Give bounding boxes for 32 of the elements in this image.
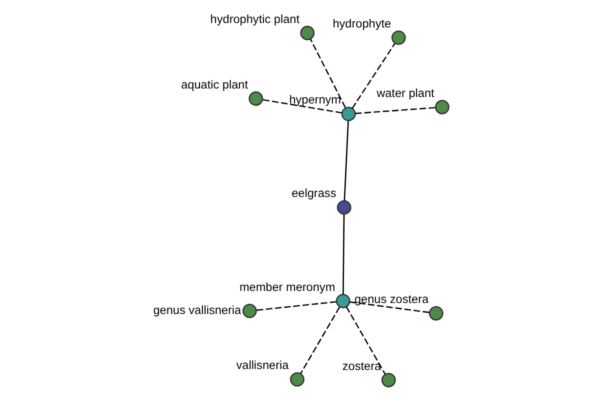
node-label: hydrophyte: [332, 16, 392, 30]
node-label: genus zostera: [354, 292, 429, 306]
node-label: water plant: [376, 86, 434, 100]
node-circle: [290, 372, 304, 387]
node-circle: [428, 306, 444, 321]
node-label: member meronym: [239, 280, 336, 294]
node-circle: [336, 294, 350, 308]
connector: [310, 38, 346, 108]
node-circle: [248, 91, 264, 106]
connector: [262, 99, 342, 114]
node-circle: [300, 26, 315, 40]
node-label: genus vallisneria: [153, 302, 242, 317]
connector: [355, 106, 436, 114]
node-circle: [336, 200, 352, 215]
connector: [300, 306, 340, 374]
node-label: hydrophytic plant: [210, 12, 300, 26]
node-label: aquatic plant: [181, 77, 248, 92]
connector: [346, 306, 386, 374]
node-circle: [242, 304, 257, 318]
node-circle: [391, 30, 406, 45]
connector: [256, 301, 336, 311]
node-circle: [341, 106, 356, 122]
node-label: vallisneria: [236, 358, 289, 372]
node-label: eelgrass: [292, 186, 336, 200]
connector: [352, 43, 396, 109]
node-circle: [381, 372, 396, 388]
connector: [344, 120, 349, 201]
node-circle: [434, 100, 450, 114]
connector: [350, 301, 430, 314]
node-label: hypernym: [289, 92, 342, 107]
node-label: zostera: [342, 358, 382, 373]
connector: [342, 214, 345, 294]
